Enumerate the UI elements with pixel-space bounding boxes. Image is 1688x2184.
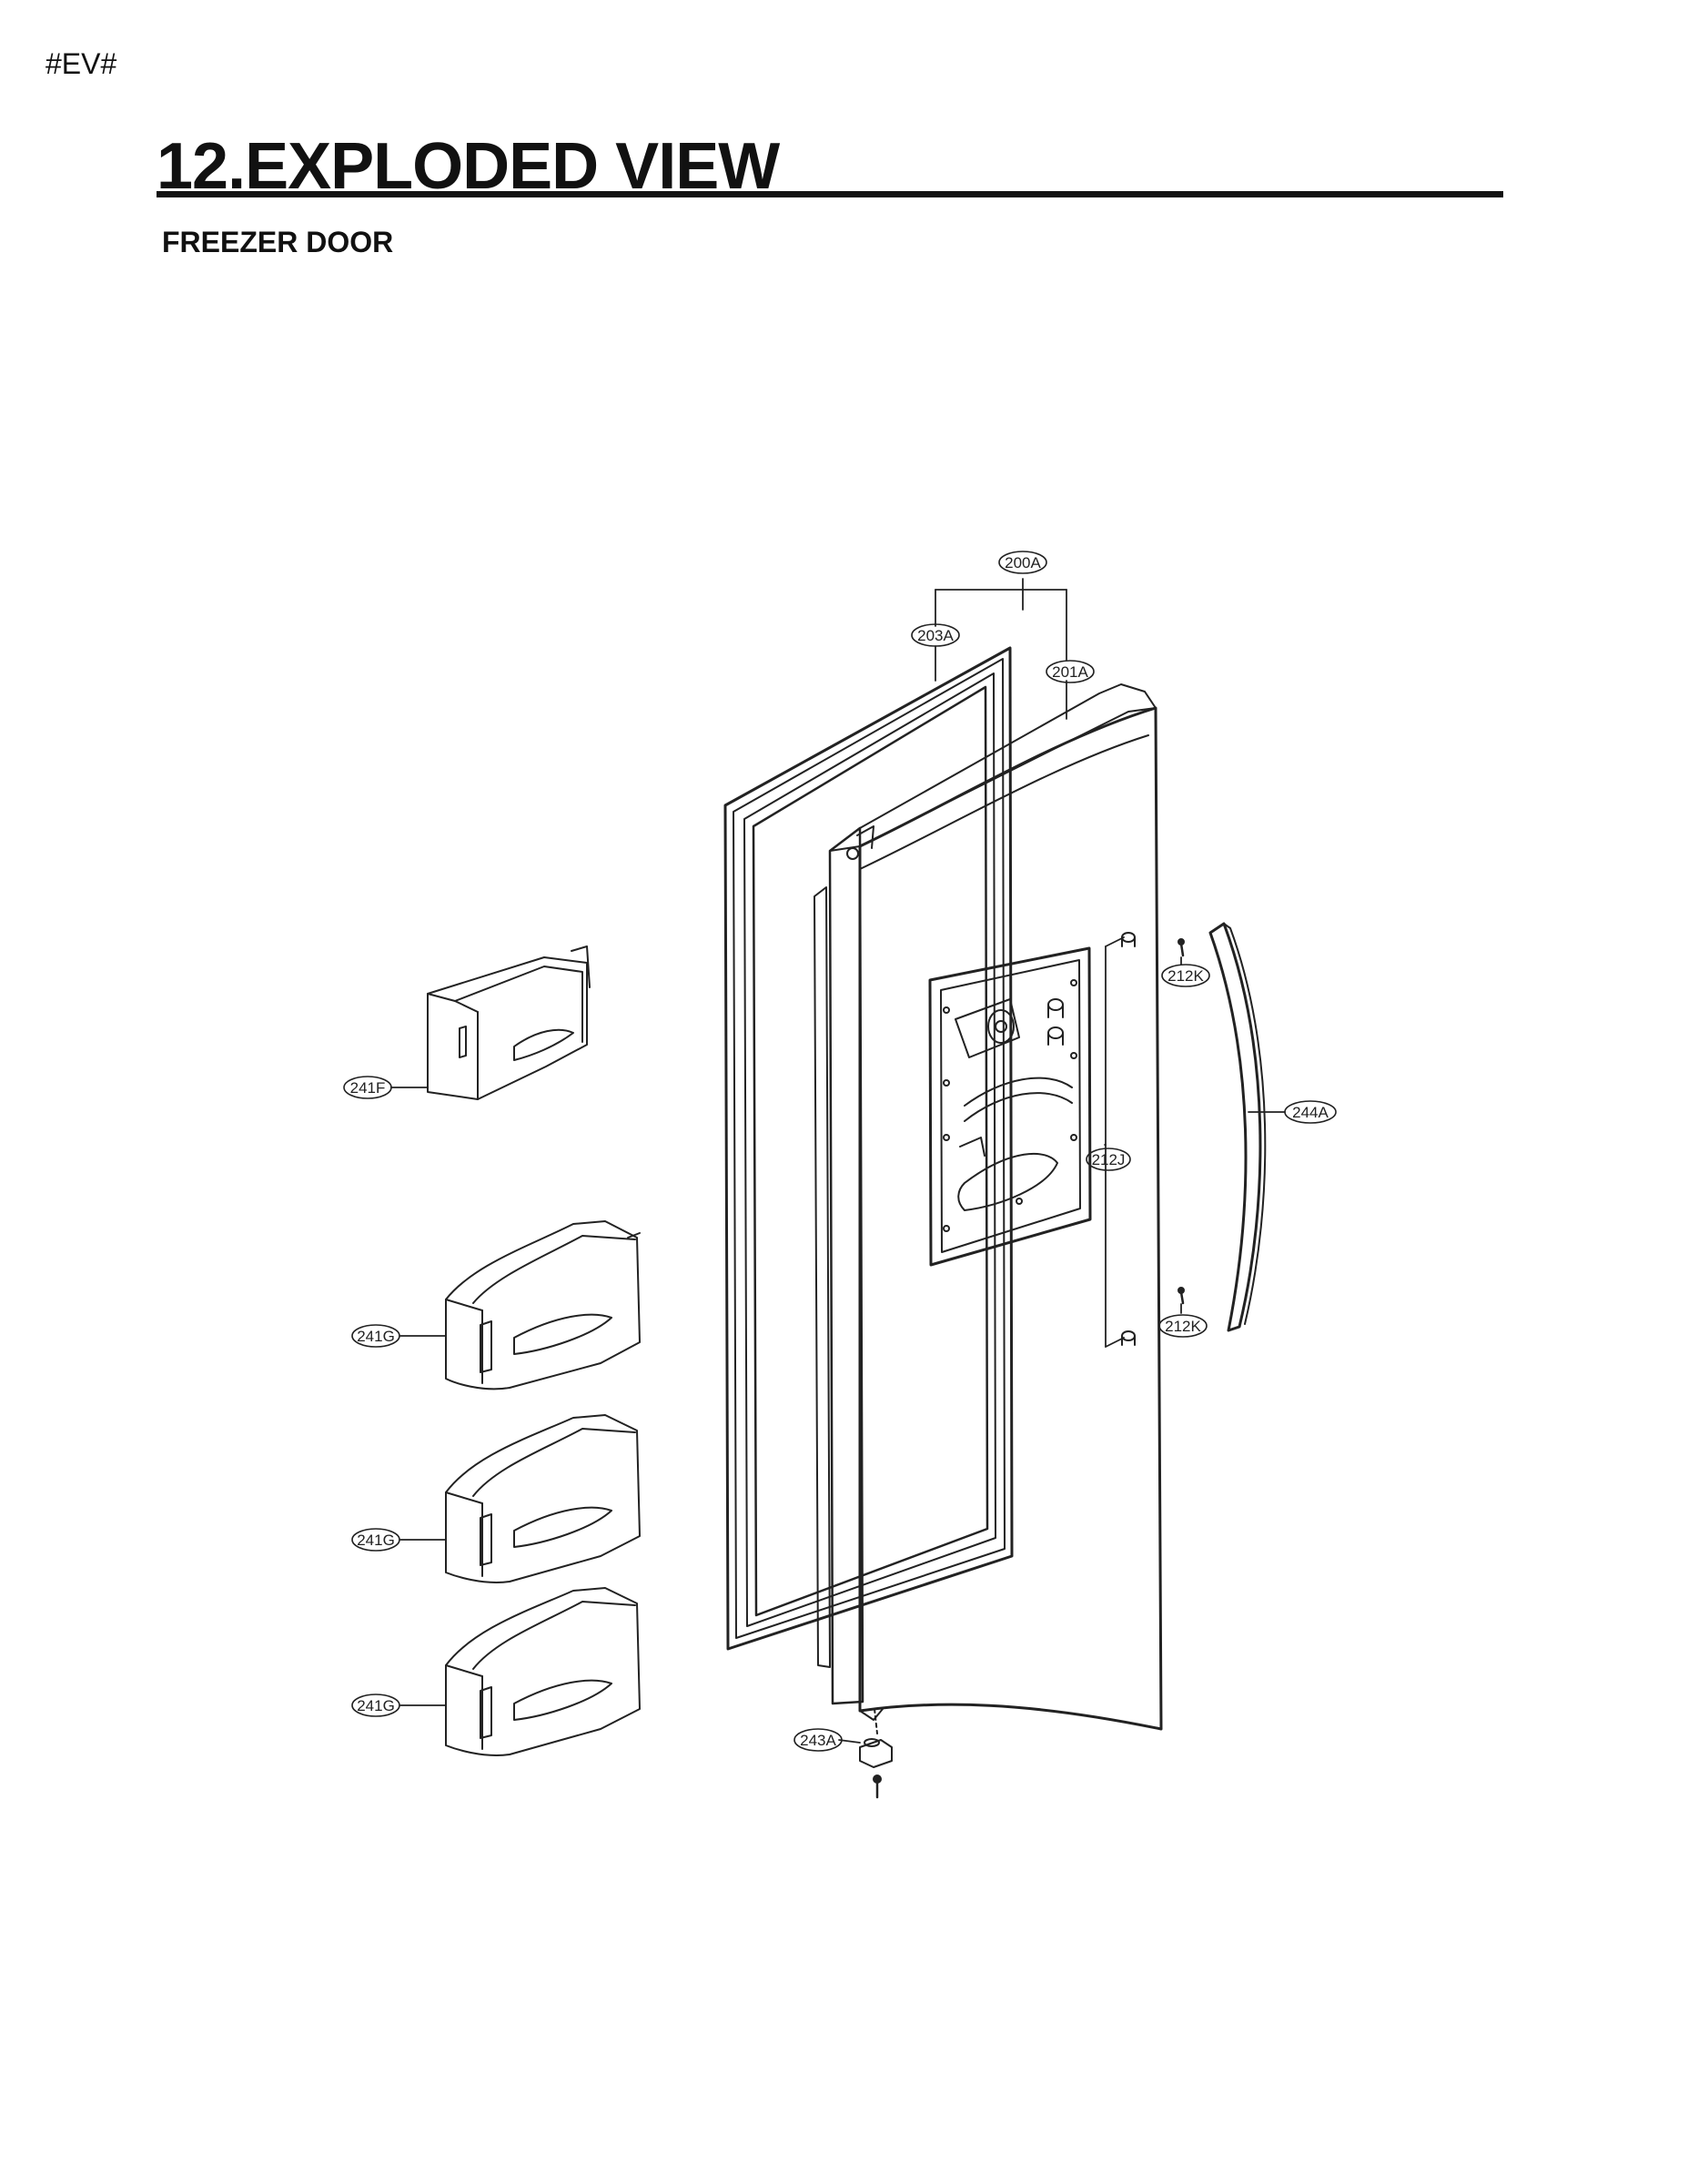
callout-label-241G-3: 241G bbox=[357, 1697, 395, 1714]
callout-212K-lower: 212K bbox=[1158, 1314, 1208, 1338]
basket-middle bbox=[445, 1414, 641, 1583]
callout-label-200A: 200A bbox=[1005, 554, 1041, 571]
callout-212K-upper: 212K bbox=[1161, 964, 1210, 987]
callout-label-201A: 201A bbox=[1052, 663, 1088, 681]
callout-241F: 241F bbox=[343, 1076, 392, 1099]
door-handle bbox=[1208, 922, 1267, 1332]
callout-label-212J: 212J bbox=[1092, 1151, 1126, 1168]
callout-label-203A: 203A bbox=[917, 627, 954, 644]
callout-243A: 243A bbox=[793, 1728, 843, 1752]
callout-label-212K-upper: 212K bbox=[1167, 967, 1204, 985]
page-title: 12.EXPLODED VIEW bbox=[157, 130, 780, 203]
callout-212J: 212J bbox=[1086, 1148, 1131, 1171]
lower-hinge bbox=[859, 1708, 893, 1799]
basket-upper bbox=[445, 1220, 641, 1390]
basket-small bbox=[427, 945, 591, 1100]
leader-lines bbox=[390, 578, 1286, 1744]
callout-label-241G-2: 241G bbox=[357, 1532, 395, 1549]
callout-label-241G-1: 241G bbox=[357, 1328, 395, 1345]
callout-label-244A: 244A bbox=[1292, 1104, 1329, 1121]
document-tag: #EV# bbox=[45, 47, 117, 80]
freezer-door bbox=[814, 683, 1163, 1731]
basket-lower bbox=[445, 1587, 641, 1756]
callout-200A: 200A bbox=[998, 551, 1047, 574]
callout-label-241F: 241F bbox=[350, 1079, 386, 1097]
callout-241G-1: 241G bbox=[351, 1324, 400, 1348]
door-gasket bbox=[723, 646, 1014, 1651]
title-underline bbox=[157, 191, 1503, 197]
section-subtitle: FREEZER DOOR bbox=[162, 226, 394, 258]
callout-label-243A: 243A bbox=[800, 1732, 836, 1749]
callout-label-212K-lower: 212K bbox=[1165, 1318, 1201, 1335]
callout-241G-2: 241G bbox=[351, 1528, 400, 1552]
callout-241G-3: 241G bbox=[351, 1694, 400, 1717]
callout-203A: 203A bbox=[911, 623, 960, 647]
callout-244A: 244A bbox=[1284, 1100, 1337, 1124]
callout-201A: 201A bbox=[1046, 660, 1095, 683]
handle-screws bbox=[1178, 938, 1185, 1305]
